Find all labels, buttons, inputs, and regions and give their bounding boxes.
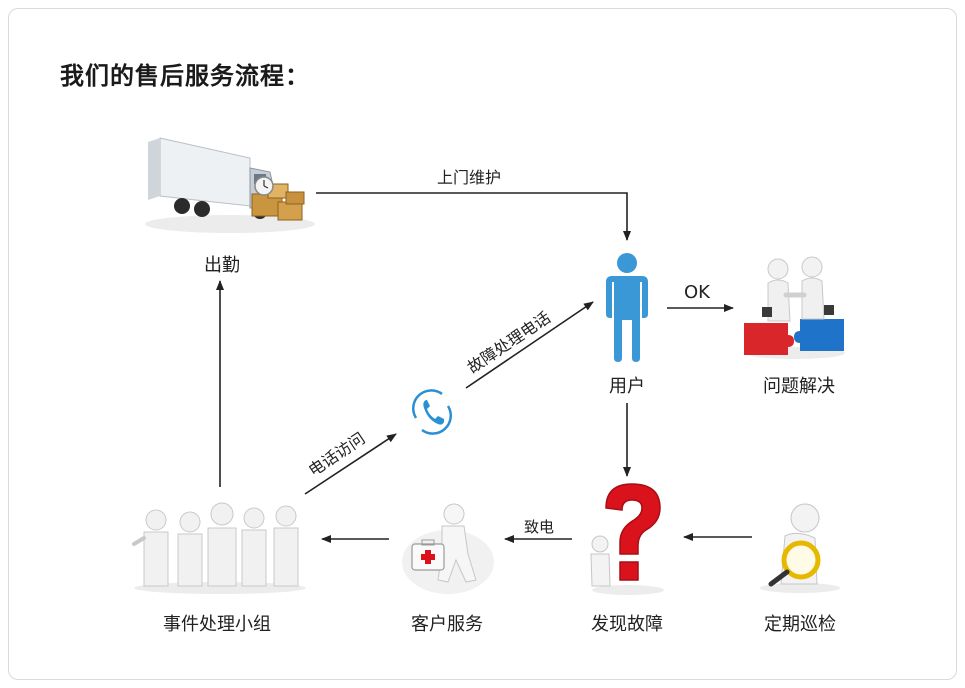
edge-onsite — [316, 192, 631, 241]
edge-label-ok: OK — [684, 282, 710, 303]
node-label-user: 用户 — [609, 376, 645, 397]
edge-label-onsite: 上门维护 — [437, 168, 502, 187]
team-icon — [132, 502, 306, 594]
magnifier-figure-icon — [760, 503, 840, 593]
node-label-solved: 问题解决 — [763, 376, 835, 397]
question-mark-icon — [590, 483, 664, 595]
node-label-inspection: 定期巡检 — [764, 614, 836, 635]
edge-fault-call — [465, 301, 594, 389]
first-aid-figure-icon — [402, 503, 494, 594]
user-icon — [606, 253, 648, 362]
node-label-fault: 发现故障 — [591, 614, 663, 635]
phone-icon — [412, 389, 452, 435]
node-label-dispatch: 出勤 — [204, 255, 240, 276]
node-label-team: 事件处理小组 — [163, 614, 271, 635]
truck-icon — [145, 137, 315, 233]
page-title: 我们的售后服务流程： — [60, 62, 310, 90]
edge-label-report: 致电 — [524, 518, 555, 536]
node-label-service: 客户服务 — [411, 614, 483, 635]
handshake-puzzle-icon — [744, 256, 845, 359]
edge-call-visit — [304, 433, 397, 495]
